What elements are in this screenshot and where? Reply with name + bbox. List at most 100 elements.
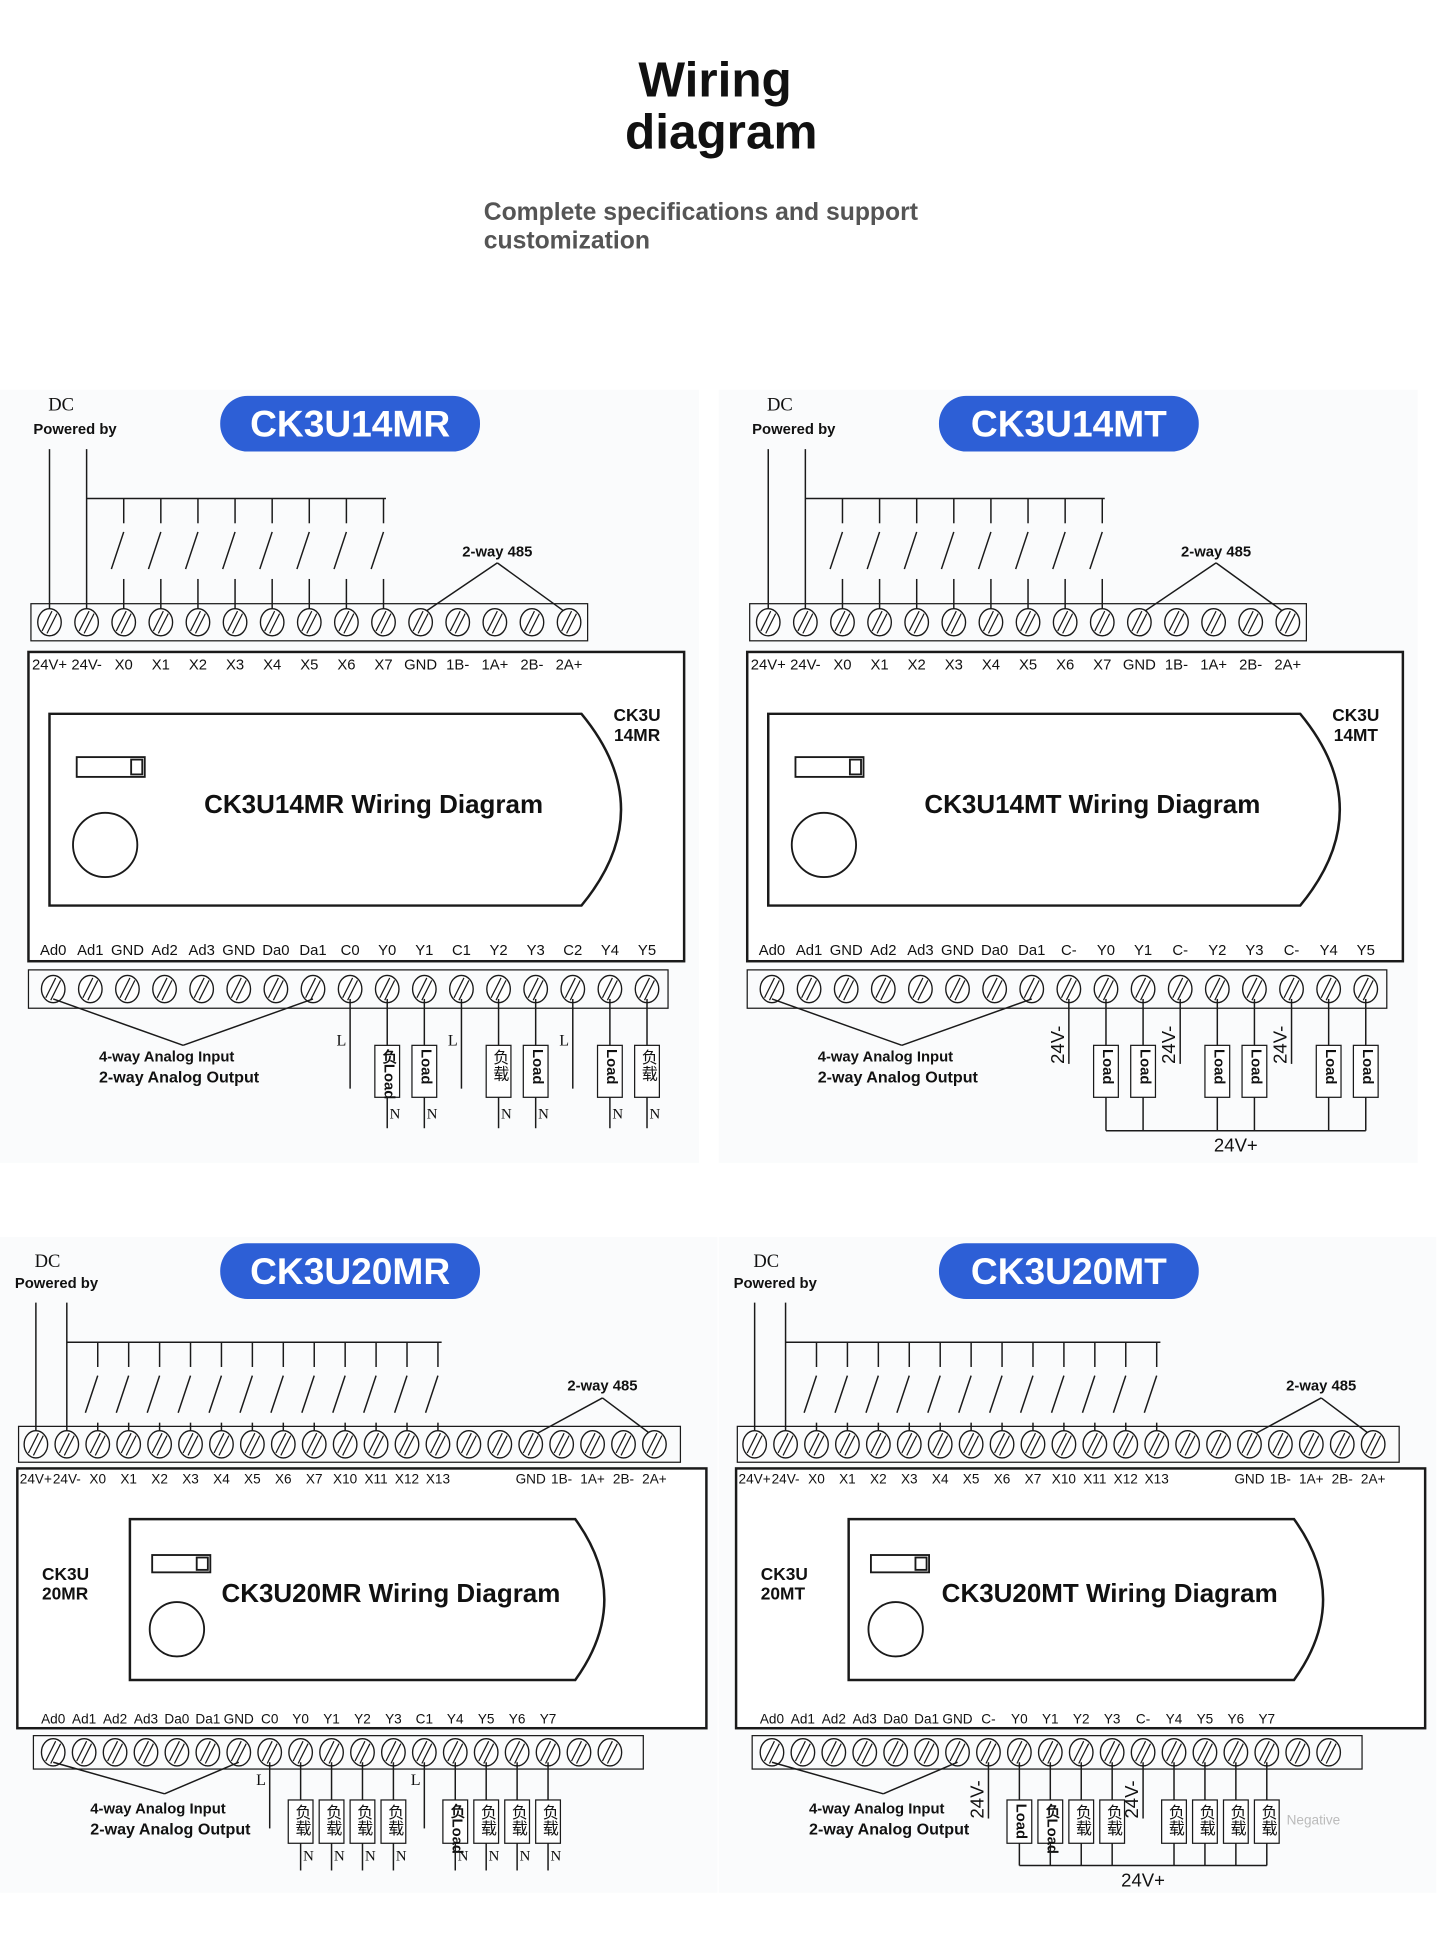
powered-by-label: Powered by bbox=[15, 1276, 99, 1292]
load-label: 负载 bbox=[1259, 1804, 1278, 1837]
bottom-terminal bbox=[1353, 974, 1379, 1004]
bottom-terminal-label: Da1 bbox=[914, 1711, 939, 1726]
screw-icon bbox=[380, 1738, 406, 1767]
screw-slot bbox=[1279, 610, 1291, 632]
screw-slot bbox=[797, 610, 809, 632]
bottom-terminal bbox=[523, 974, 549, 1004]
screw-slot bbox=[527, 977, 539, 998]
analog-pointer bbox=[771, 1761, 884, 1795]
top-terminal bbox=[642, 1430, 667, 1459]
screw-slot bbox=[1073, 1740, 1085, 1762]
screw-slot bbox=[232, 613, 244, 634]
top-terminal bbox=[1237, 1430, 1262, 1459]
top-terminal-label: X4 bbox=[932, 1471, 949, 1486]
24v-minus-label: 24V- bbox=[1158, 1026, 1179, 1064]
screw-icon bbox=[1051, 1430, 1077, 1459]
bottom-terminal bbox=[40, 1738, 66, 1767]
load-label: 负Load bbox=[380, 1048, 396, 1099]
screw-icon bbox=[487, 1430, 513, 1459]
screw-slot bbox=[45, 1740, 57, 1762]
top-terminal bbox=[519, 607, 545, 637]
analog-pointer bbox=[771, 998, 903, 1047]
screw-slot bbox=[292, 1740, 304, 1762]
screw-slot bbox=[342, 1435, 354, 1456]
load-label: 负载 bbox=[540, 1804, 559, 1837]
screw-slot bbox=[839, 1432, 851, 1454]
screw-icon bbox=[830, 607, 855, 637]
bottom-terminal bbox=[226, 1738, 252, 1767]
load-box bbox=[504, 1799, 531, 1844]
bottom-terminal bbox=[1161, 1738, 1187, 1767]
top-terminal-label: 24V+ bbox=[20, 1471, 52, 1486]
model-badge-label: CK3U14MT bbox=[971, 403, 1167, 445]
screw-icon bbox=[102, 1738, 128, 1767]
screw-slot bbox=[94, 1435, 106, 1456]
screw-slot bbox=[1288, 980, 1300, 1001]
screw-slot bbox=[802, 613, 814, 634]
screw-slot bbox=[1247, 613, 1259, 634]
screw-slot bbox=[545, 1743, 557, 1764]
screw-icon bbox=[1316, 1738, 1342, 1767]
screw-slot bbox=[746, 1432, 758, 1454]
top-terminal bbox=[792, 607, 818, 637]
screw-icon bbox=[1126, 607, 1152, 637]
screw-slot bbox=[421, 1743, 433, 1764]
rs485-pointer bbox=[1138, 562, 1217, 616]
screw-icon bbox=[147, 1430, 173, 1459]
screw-icon bbox=[445, 607, 471, 637]
screw-icon bbox=[411, 1738, 437, 1767]
screw-slot bbox=[1091, 1435, 1103, 1456]
screw-icon bbox=[371, 607, 396, 637]
powered-by-label: Powered by bbox=[734, 1276, 818, 1292]
screw-icon bbox=[1279, 974, 1304, 1004]
bottom-terminal bbox=[40, 974, 66, 1004]
screw-slot bbox=[1196, 1740, 1208, 1762]
top-terminal bbox=[755, 607, 781, 637]
screw-slot bbox=[808, 1432, 820, 1454]
screw-slot bbox=[1365, 1432, 1377, 1454]
screw-slot bbox=[806, 980, 818, 1001]
top-terminal bbox=[1275, 607, 1301, 637]
screw-icon bbox=[1206, 1430, 1231, 1459]
screw-icon bbox=[300, 974, 326, 1004]
bottom-terminal-label: Y2 bbox=[354, 1711, 371, 1726]
top-terminal bbox=[1020, 1430, 1046, 1459]
screw-slot bbox=[949, 977, 961, 998]
bottom-terminal-label: C- bbox=[1284, 943, 1300, 959]
screw-slot bbox=[606, 980, 618, 1001]
top-terminal-label: X12 bbox=[1114, 1471, 1138, 1486]
screw-icon bbox=[755, 607, 781, 637]
bottom-terminal bbox=[535, 1738, 561, 1767]
bottom-terminal bbox=[71, 1738, 97, 1767]
load-box bbox=[1099, 1799, 1126, 1844]
screw-icon bbox=[958, 1430, 984, 1459]
screw-slot bbox=[1177, 980, 1189, 1001]
switch-contact bbox=[866, 531, 881, 570]
screw-slot bbox=[359, 1743, 371, 1764]
screw-icon bbox=[425, 1430, 451, 1459]
screw-icon bbox=[634, 974, 660, 1004]
screw-slot bbox=[569, 980, 581, 1001]
line-label: L bbox=[256, 1772, 266, 1789]
bottom-terminal bbox=[300, 974, 326, 1004]
top-terminal bbox=[1051, 1430, 1077, 1459]
bottom-terminal-label: Da1 bbox=[299, 943, 326, 959]
switch-contact bbox=[259, 531, 273, 570]
top-terminal-label: X3 bbox=[945, 657, 963, 673]
analog-pointer bbox=[901, 998, 1032, 1047]
screw-icon bbox=[504, 1738, 530, 1767]
bottom-terminal bbox=[504, 1738, 530, 1767]
screw-slot bbox=[870, 1432, 882, 1454]
bottom-terminal bbox=[411, 974, 437, 1004]
screw-slot bbox=[799, 1743, 811, 1764]
screw-icon bbox=[1267, 1430, 1293, 1459]
screw-slot bbox=[347, 980, 359, 1001]
screw-icon bbox=[989, 1430, 1015, 1459]
top-terminal bbox=[148, 607, 174, 637]
load-box bbox=[522, 1044, 549, 1098]
screw-slot bbox=[124, 980, 136, 1001]
screw-slot bbox=[1215, 1435, 1227, 1456]
body-model-line2: 14MT bbox=[1334, 725, 1379, 745]
bottom-terminal-label: C- bbox=[1061, 943, 1077, 959]
